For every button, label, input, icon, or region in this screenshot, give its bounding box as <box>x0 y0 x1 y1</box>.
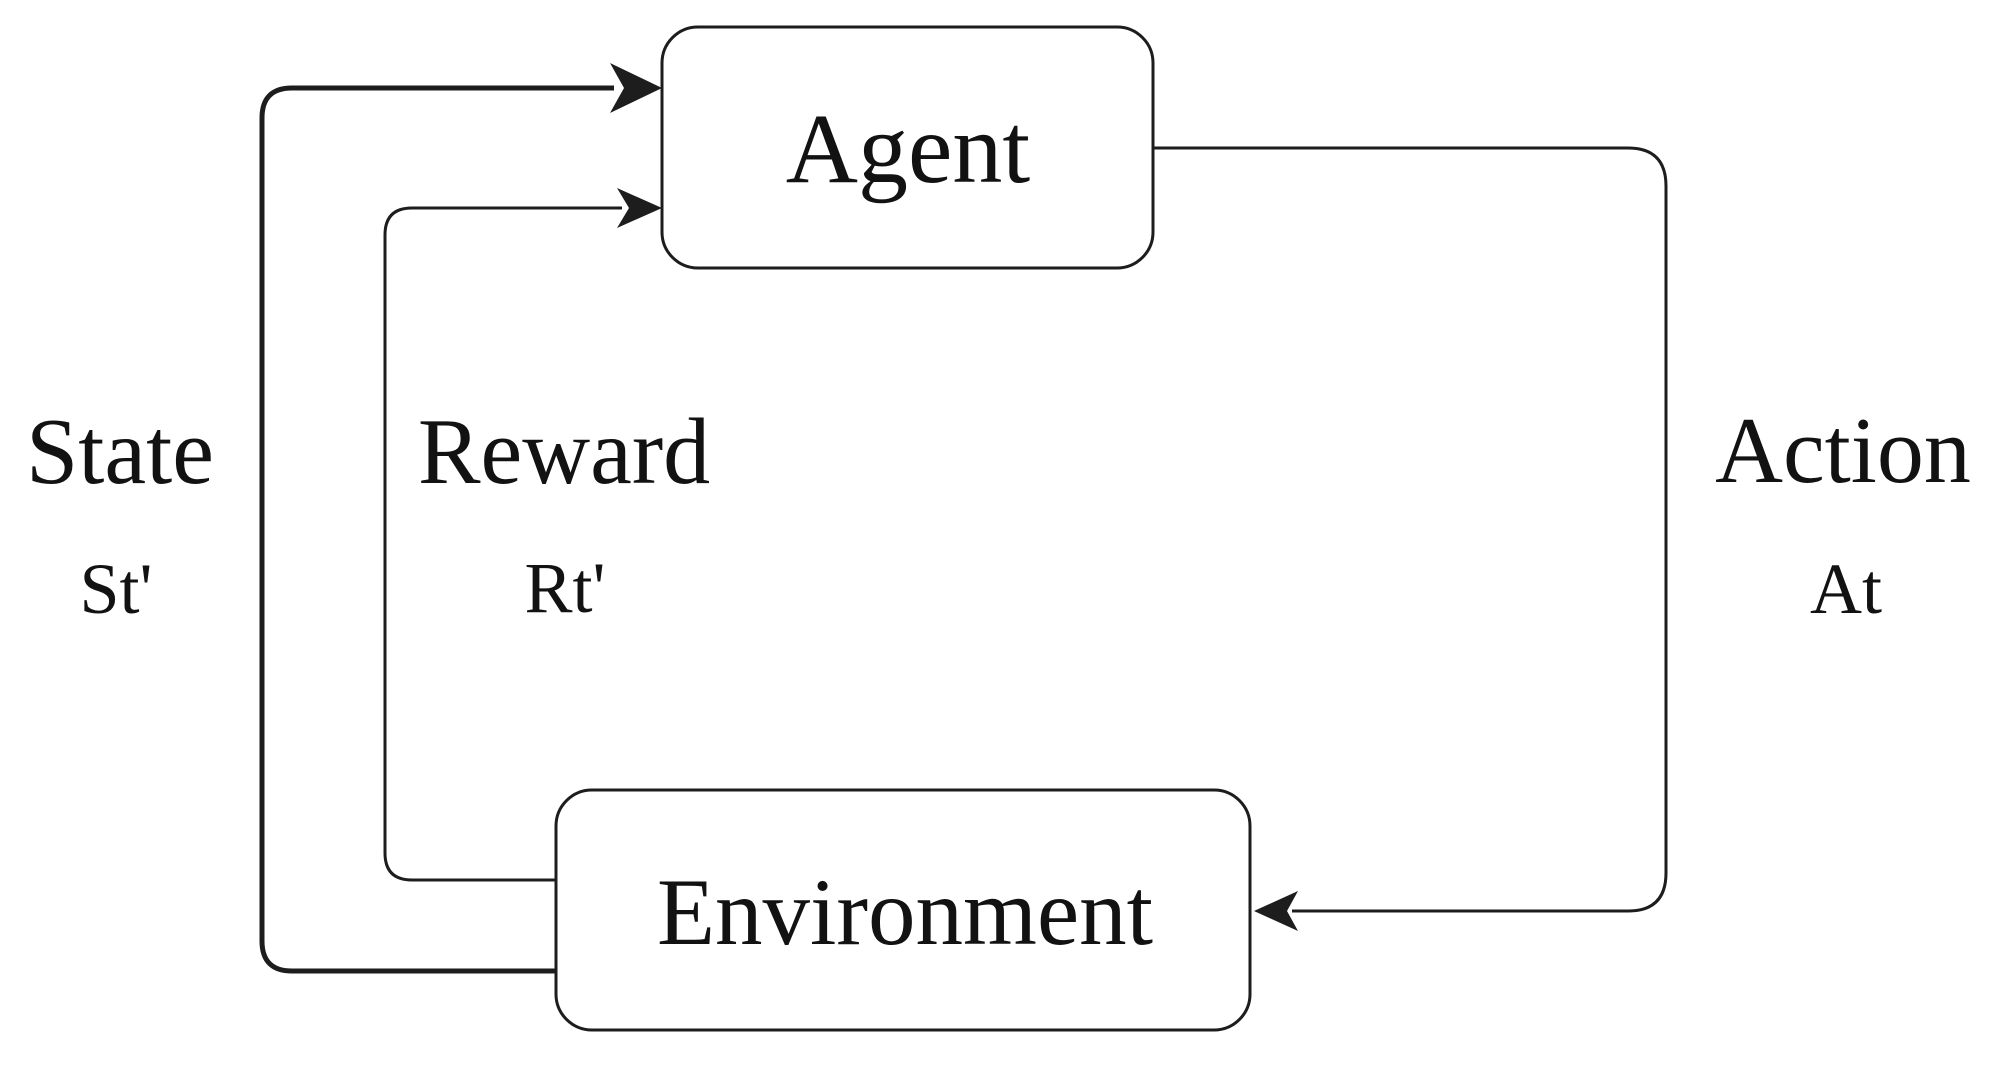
agent-label: Agent <box>786 93 1031 204</box>
environment-node: Environment <box>554 788 1252 1032</box>
action-flow-line <box>1153 146 1668 913</box>
agent-box <box>660 25 1155 270</box>
environment-box <box>554 788 1252 1032</box>
reward-arrowhead-icon <box>617 188 662 228</box>
reward-edge <box>383 188 662 882</box>
action-edge <box>1153 146 1668 931</box>
state-label: State <box>26 400 214 504</box>
agent-node: Agent <box>660 25 1155 270</box>
state-arrowhead-icon <box>610 63 662 113</box>
reward-label: Reward <box>418 400 710 504</box>
action-label: Action <box>1715 399 1971 503</box>
reward-sublabel: Rt' <box>525 548 606 628</box>
state-sublabel: St' <box>79 549 152 629</box>
state-flow-line <box>259 85 614 974</box>
action-arrowhead-icon <box>1254 891 1298 931</box>
state-edge <box>259 63 662 974</box>
action-sublabel: At <box>1810 549 1882 629</box>
reward-flow-line <box>383 206 622 882</box>
environment-label: Environment <box>657 859 1153 965</box>
